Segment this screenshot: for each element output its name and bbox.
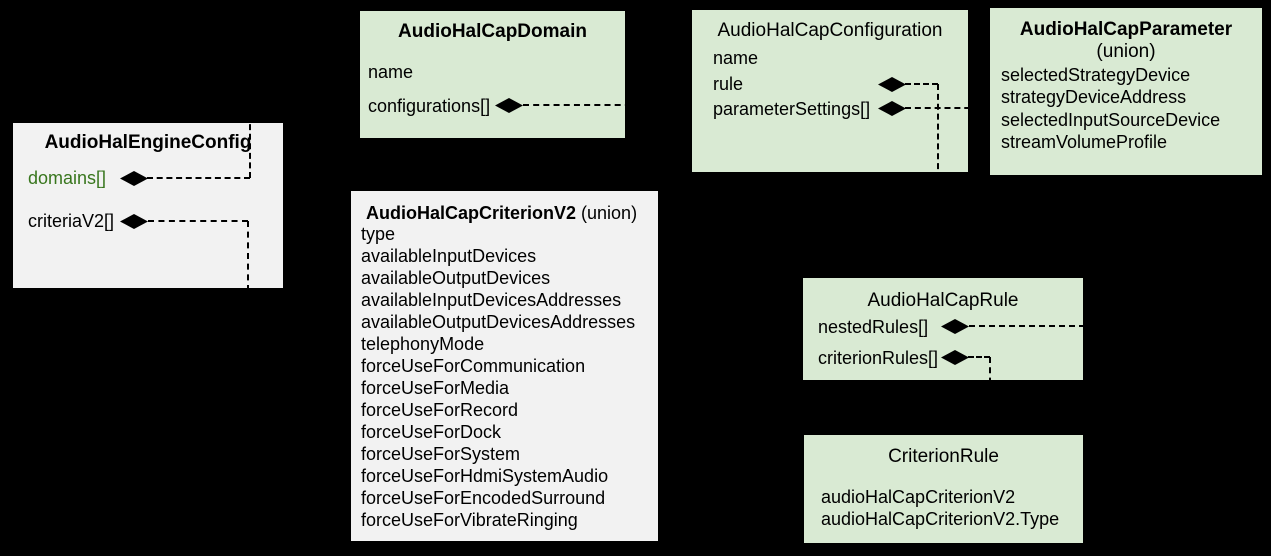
class-title: AudioHalCapCriterionV2 (union) xyxy=(366,203,637,223)
field-list: type availableInputDevices availableOutp… xyxy=(361,223,635,531)
class-box-audio-hal-cap-domain: AudioHalCapDomain name configurations[] xyxy=(360,11,625,138)
connector-criterion-rules-to-criterion-rule xyxy=(989,357,991,435)
class-box-audio-hal-cap-rule: AudioHalCapRule nestedRules[] criterionR… xyxy=(803,278,1083,380)
field-force-use-for-system: forceUseForSystem xyxy=(361,444,521,464)
composition-diamond-icon xyxy=(120,214,148,229)
class-box-audio-hal-engine-config: AudioHalEngineConfig domains[] criteriaV… xyxy=(13,123,283,288)
field-selected-input-source-device: selectedInputSourceDevice xyxy=(1001,110,1221,130)
connector-configurations-to-configuration xyxy=(523,104,692,106)
field-force-use-for-record: forceUseForRecord xyxy=(361,400,519,420)
connector-domains-to-domain xyxy=(249,105,251,178)
field-available-input-devices: availableInputDevices xyxy=(361,246,537,266)
class-box-audio-hal-cap-configuration: AudioHalCapConfiguration name rule param… xyxy=(692,10,968,172)
class-subtitle-union: (union) xyxy=(1096,41,1156,62)
class-title: AudioHalEngineConfig xyxy=(44,132,252,153)
composition-diamond-icon xyxy=(941,350,969,365)
class-title-text: AudioHalCapCriterionV2 xyxy=(366,203,577,223)
field-audio-hal-cap-criterion-v2-type: audioHalCapCriterionV2.Type xyxy=(821,509,1060,529)
connector-rule-to-cap-rule xyxy=(937,84,939,278)
field-telephony-mode: telephonyMode xyxy=(361,334,485,354)
field-selected-strategy-device: selectedStrategyDevice xyxy=(1001,65,1191,85)
connector-criteria-v2-to-criterion-v2 xyxy=(247,221,249,291)
class-title: CriterionRule xyxy=(888,446,999,467)
class-title: AudioHalCapDomain xyxy=(398,21,587,42)
field-nested-rules: nestedRules[] xyxy=(818,317,929,337)
connector-criterion-rules-to-criterion-rule xyxy=(968,356,990,358)
field-force-use-for-encoded-surround: forceUseForEncodedSurround xyxy=(361,488,606,508)
class-title-union-suffix: (union) xyxy=(576,203,638,223)
composition-diamond-icon xyxy=(878,77,906,92)
connector-criteria-v2-to-criterion-v2 xyxy=(148,220,248,222)
connector-parameter-settings-to-parameter xyxy=(905,107,990,109)
field-available-output-devices: availableOutputDevices xyxy=(361,268,551,288)
class-box-criterion-rule: CriterionRule audioHalCapCriterionV2 aud… xyxy=(804,435,1083,543)
field-audio-hal-cap-criterion-v2: audioHalCapCriterionV2 xyxy=(821,487,1016,507)
field-stream-volume-profile: streamVolumeProfile xyxy=(1001,132,1168,152)
connector-nested-rules-self xyxy=(969,325,1265,327)
class-box-audio-hal-cap-criterion-v2: AudioHalCapCriterionV2 (union) type avai… xyxy=(351,191,658,541)
connector-rule-to-cap-rule xyxy=(905,83,938,85)
class-title: AudioHalCapRule xyxy=(867,290,1019,311)
field-name: name xyxy=(713,48,759,68)
class-title: AudioHalCapConfiguration xyxy=(717,20,943,41)
field-domains: domains[] xyxy=(28,168,107,188)
connector-domains-to-domain xyxy=(147,177,250,179)
composition-diamond-icon xyxy=(941,319,969,334)
field-force-use-for-hdmi-system-audio: forceUseForHdmiSystemAudio xyxy=(361,466,609,486)
composition-diamond-icon xyxy=(495,98,523,113)
field-name: name xyxy=(368,62,414,82)
field-rule: rule xyxy=(713,74,744,94)
field-criterion-rules: criterionRules[] xyxy=(818,348,939,368)
composition-diamond-icon xyxy=(878,101,906,116)
field-available-input-devices-addresses: availableInputDevicesAddresses xyxy=(361,290,622,310)
field-force-use-for-vibrate-ringing: forceUseForVibrateRinging xyxy=(361,510,578,530)
field-strategy-device-address: strategyDeviceAddress xyxy=(1001,87,1187,107)
field-available-output-devices-addresses: availableOutputDevicesAddresses xyxy=(361,312,636,332)
field-criteria-v2: criteriaV2[] xyxy=(28,211,115,231)
class-box-audio-hal-cap-parameter: AudioHalCapParameter (union) selectedStr… xyxy=(990,8,1262,175)
field-force-use-for-dock: forceUseForDock xyxy=(361,422,502,442)
field-force-use-for-media: forceUseForMedia xyxy=(361,378,510,398)
field-type: type xyxy=(361,224,396,244)
field-parameter-settings: parameterSettings[] xyxy=(713,99,871,119)
composition-diamond-icon xyxy=(120,171,148,186)
class-title: AudioHalCapParameter xyxy=(1019,19,1233,40)
field-force-use-for-communication: forceUseForCommunication xyxy=(361,356,586,376)
field-configurations: configurations[] xyxy=(368,96,491,116)
